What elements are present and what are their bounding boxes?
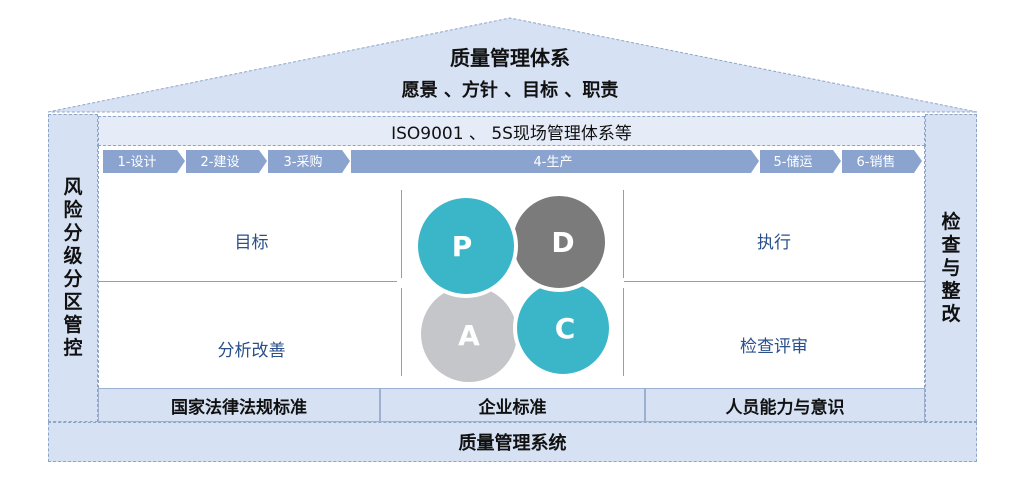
process-step-label: 3-采购 <box>284 154 323 170</box>
left-column-char: 级 <box>63 245 83 267</box>
process-step-label: 6-销售 <box>857 154 896 170</box>
process-step-label: 2-建设 <box>201 155 240 170</box>
right-column-char: 与 <box>941 256 961 279</box>
pdca-a-label: A <box>458 319 480 352</box>
standards-bar: ISO9001 、 5S现场管理体系等 <box>98 116 925 146</box>
divider <box>401 190 402 278</box>
roof-title: 质量管理体系 <box>450 46 570 70</box>
process-step-label: 4-生产 <box>534 155 573 170</box>
roof-subtitle: 愿景 、方针 、目标 、职责 <box>401 80 619 101</box>
right-column-char: 查 <box>941 233 961 256</box>
pdca-d-label: D <box>551 226 574 259</box>
right-column: 检 查 与 整 改 <box>925 114 977 422</box>
process-step-5 <box>760 150 841 173</box>
divider <box>623 190 624 278</box>
right-column-char: 整 <box>941 279 961 302</box>
process-step-6 <box>842 150 922 173</box>
check-review-label: 检查评审 <box>740 337 808 357</box>
foundation-cell-laws: 国家法律法规标准 <box>98 388 380 422</box>
quality-system-footer: 质量管理系统 <box>48 422 977 462</box>
left-column-char: 风 <box>63 176 83 198</box>
process-step-1 <box>103 150 185 173</box>
divider <box>99 281 397 282</box>
left-column-char: 分 <box>63 222 83 244</box>
goal-label: 目标 <box>234 233 269 253</box>
analysis-improve-label: 分析改善 <box>217 341 286 361</box>
divider <box>401 288 402 376</box>
divider <box>624 281 924 282</box>
left-column-char: 分 <box>63 268 83 290</box>
foundation-cell-enterprise: 企业标准 <box>380 388 645 422</box>
foundation-row: 国家法律法规标准 企业标准 人员能力与意识 <box>98 388 925 422</box>
left-column-char: 管 <box>63 314 83 336</box>
process-step-label: 5-储运 <box>774 155 813 170</box>
foundation-cell-personnel: 人员能力与意识 <box>645 388 925 422</box>
main-area: 1-设计 2-建设 3-采购 4-生产 5-储运 6-销售 目标 分析改善 执行… <box>98 146 925 388</box>
divider <box>623 288 624 376</box>
pdca-cycle: P D A C <box>414 192 613 382</box>
pdca-p-label: P <box>452 230 473 263</box>
left-column: 风 险 分 级 分 区 管 控 <box>48 114 98 422</box>
left-column-char: 险 <box>63 199 83 221</box>
process-flow: 1-设计 2-建设 3-采购 4-生产 5-储运 6-销售 <box>103 150 922 173</box>
pdca-c-label: C <box>555 312 576 345</box>
process-step-2 <box>186 150 267 173</box>
right-column-char: 改 <box>941 302 961 325</box>
execute-label: 执行 <box>757 233 791 253</box>
process-step-label: 1-设计 <box>118 155 157 170</box>
pdca-p-circle <box>414 194 518 298</box>
left-column-char: 区 <box>63 291 83 313</box>
right-column-char: 检 <box>941 210 961 233</box>
process-step-4 <box>351 150 759 173</box>
pdca-a-circle <box>421 286 517 382</box>
process-step-3 <box>268 150 350 173</box>
left-column-char: 控 <box>63 337 83 359</box>
